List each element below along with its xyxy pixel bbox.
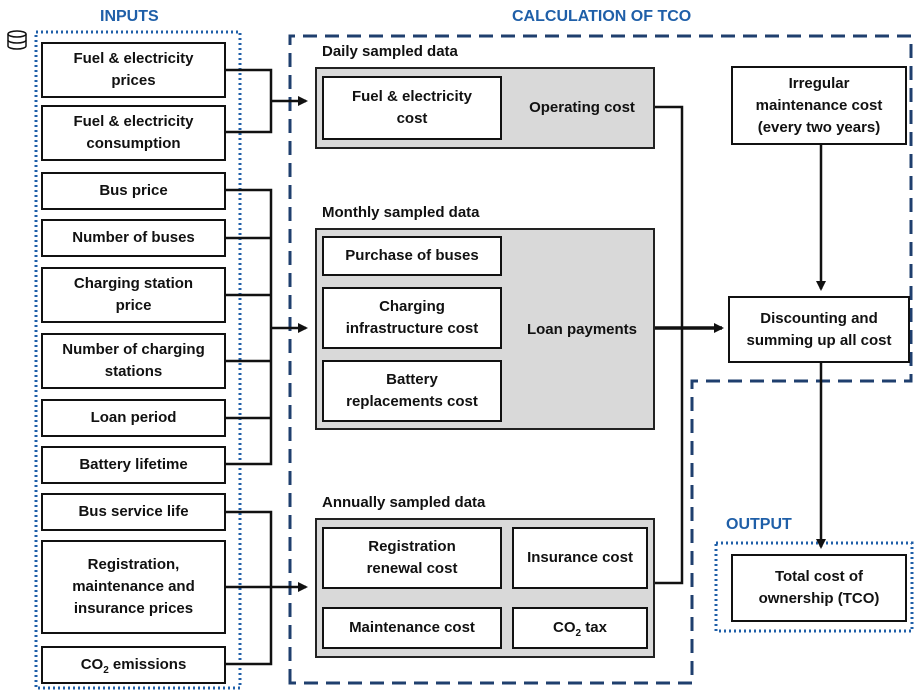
monthly-group-title: Monthly sampled data xyxy=(322,204,480,221)
input-fuel-electricity-consumption: Fuel & electricity consumption xyxy=(41,105,226,161)
calculation-section-border xyxy=(288,34,913,685)
total-cost-of-ownership-box: Total cost of ownership (TCO) xyxy=(731,554,907,622)
battery-replacements-cost-box: Battery replacements cost xyxy=(322,360,502,422)
fuel-electricity-cost-box: Fuel & electricity cost xyxy=(322,76,502,140)
maintenance-cost-box: Maintenance cost xyxy=(322,607,502,649)
operating-cost-label: Operating cost xyxy=(529,98,635,116)
input-registration-maintenance-insurance-prices: Registration, maintenance and insurance … xyxy=(41,540,226,634)
registration-renewal-cost-box: Registration renewal cost xyxy=(322,527,502,589)
input-bus-service-life: Bus service life xyxy=(41,493,226,531)
input-fuel-electricity-prices: Fuel & electricity prices xyxy=(41,42,226,98)
input-charging-station-price: Charging station price xyxy=(41,267,226,323)
inputs-title: INPUTS xyxy=(100,8,159,25)
co2-emissions-text: CO2 emissions xyxy=(80,656,187,676)
co2-tax-text: CO2 tax xyxy=(553,619,607,639)
co2-tax-box: CO2 tax xyxy=(512,607,648,649)
output-title: OUTPUT xyxy=(726,516,792,533)
discounting-summing-box: Discounting and summing up all cost xyxy=(728,296,910,363)
purchase-of-buses-box: Purchase of buses xyxy=(322,236,502,276)
annually-group-title: Annually sampled data xyxy=(322,494,486,511)
input-number-of-charging-stations: Number of charging stations xyxy=(41,333,226,389)
input-co2-emissions: CO2 emissions xyxy=(41,646,226,684)
database-icon xyxy=(4,30,30,52)
input-bus-price: Bus price xyxy=(41,172,226,210)
insurance-cost-box: Insurance cost xyxy=(512,527,648,589)
loan-payments-label: Loan payments xyxy=(526,320,638,338)
calculation-title: CALCULATION OF TCO xyxy=(512,8,692,25)
output-section-border xyxy=(714,541,914,633)
daily-group-title: Daily sampled data xyxy=(322,43,458,60)
input-battery-lifetime: Battery lifetime xyxy=(41,446,226,484)
input-number-of-buses: Number of buses xyxy=(41,219,226,257)
input-loan-period: Loan period xyxy=(41,399,226,437)
irregular-maintenance-cost-box: Irregular maintenance cost (every two ye… xyxy=(731,66,907,145)
charging-infrastructure-cost-box: Charging infrastructure cost xyxy=(322,287,502,349)
